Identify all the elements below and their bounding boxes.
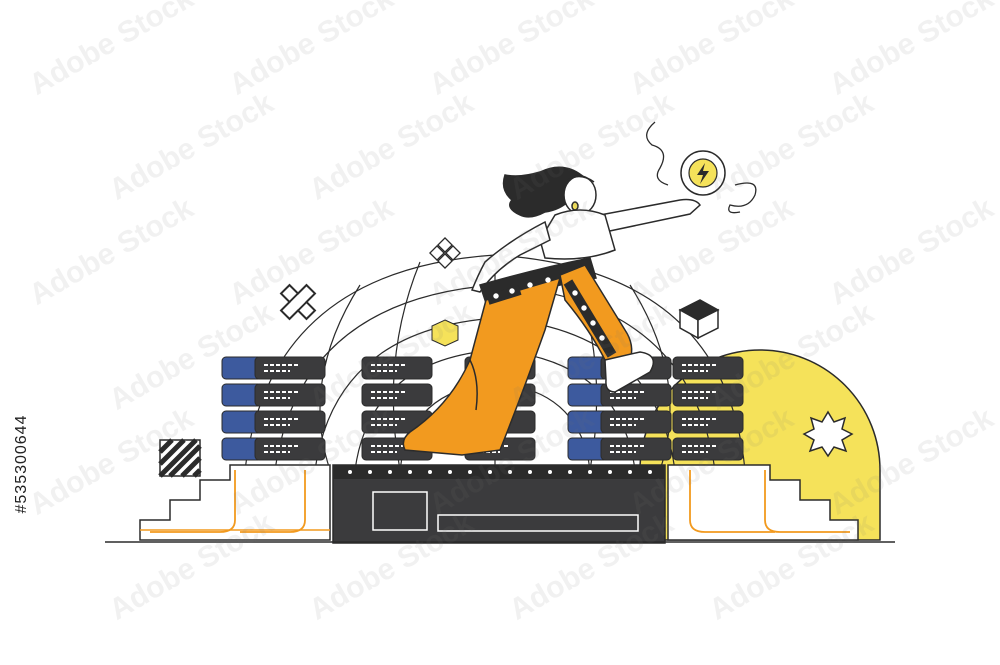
lightning-coin bbox=[680, 150, 726, 196]
striped-square-icon bbox=[158, 438, 202, 478]
server-unit bbox=[361, 383, 433, 407]
stock-id: #535300644 bbox=[13, 414, 30, 514]
server-unit bbox=[672, 356, 744, 380]
server-unit bbox=[221, 356, 326, 380]
cross-icon bbox=[279, 283, 317, 321]
server-unit bbox=[672, 383, 744, 407]
left-stairs bbox=[139, 464, 331, 541]
cube-icon bbox=[678, 299, 720, 340]
lightning-icon bbox=[697, 163, 709, 184]
server-unit bbox=[672, 437, 744, 461]
right-stairs bbox=[667, 464, 859, 541]
central-stage bbox=[332, 464, 666, 544]
server-unit bbox=[221, 437, 326, 461]
swirl-line-right bbox=[728, 182, 757, 214]
server-unit bbox=[221, 410, 326, 434]
server-unit bbox=[672, 410, 744, 434]
server-unit bbox=[567, 410, 672, 434]
front-shoe bbox=[604, 351, 655, 393]
diamond-cluster-icon bbox=[429, 237, 461, 269]
server-stacks bbox=[221, 356, 744, 461]
swirl-line-left bbox=[646, 121, 669, 186]
woman-figure bbox=[402, 166, 702, 456]
outstretched-arm bbox=[599, 198, 702, 233]
server-unit bbox=[567, 437, 672, 461]
torso bbox=[539, 209, 616, 260]
back-arm bbox=[470, 220, 551, 293]
back-leg bbox=[402, 276, 562, 456]
hexagon-icon bbox=[431, 319, 459, 347]
server-unit bbox=[361, 356, 433, 380]
face bbox=[563, 175, 597, 215]
starburst-icon bbox=[802, 410, 854, 458]
server-unit bbox=[221, 383, 326, 407]
